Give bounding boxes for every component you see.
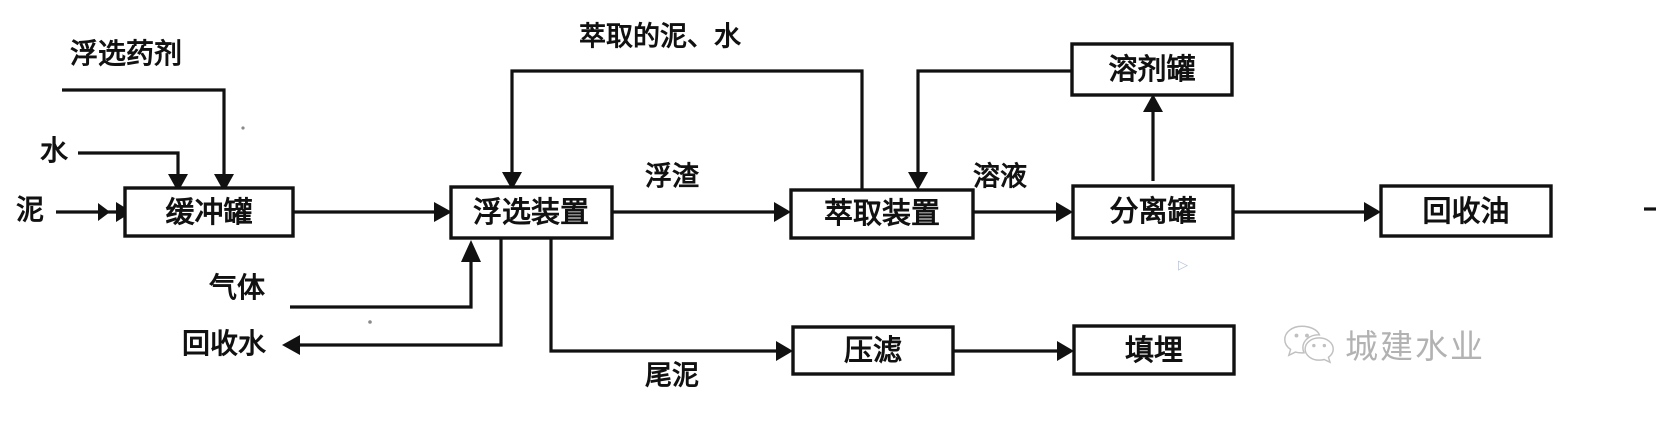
edge-buffer-to-flotation [293, 202, 452, 222]
edge-separation-to-solvent [1143, 94, 1163, 181]
node-flotation-unit-label: 浮选装置 [473, 195, 589, 229]
node-flotation-unit[interactable]: 浮选装置 [449, 185, 614, 240]
node-extraction-unit[interactable]: 萃取装置 [789, 188, 975, 240]
edge-label-extracted-mud-water: 萃取的泥、水 [579, 21, 742, 53]
scan-artifacts [241, 126, 372, 324]
node-buffer-tank[interactable]: 缓冲罐 [123, 186, 295, 238]
node-filter-press[interactable]: 压滤 [791, 325, 955, 376]
edge-extracted-mud-water [502, 69, 864, 190]
edge-mud-to-buffer [56, 202, 132, 222]
edge-reagent-to-buffer [62, 88, 234, 192]
node-recovered-oil-label: 回收油 [1422, 194, 1509, 228]
io-label-flotation-reagent: 浮选药剂 [70, 37, 182, 70]
connector-layer [56, 69, 1656, 361]
node-landfill-label: 填埋 [1125, 333, 1183, 367]
edge-filterpress-to-landfill [953, 341, 1074, 361]
edge-label-tail-mud: 尾泥 [645, 361, 699, 392]
node-extraction-unit-label: 萃取装置 [824, 196, 940, 230]
io-label-layer: 浮选药剂 水 泥 气体 回收水 [16, 37, 267, 360]
io-label-recycled-water: 回收水 [182, 327, 267, 360]
edge-separation-to-oil [1233, 202, 1381, 222]
node-separation-tank-label: 分离罐 [1109, 194, 1196, 228]
node-layer: 缓冲罐 浮选装置 萃取装置 溶剂罐 分离罐 回收油 [123, 42, 1553, 376]
node-recovered-oil[interactable]: 回收油 [1379, 184, 1553, 238]
node-buffer-tank-label: 缓冲罐 [165, 195, 252, 229]
edge-water-to-buffer [78, 151, 188, 192]
edge-label-layer: 萃取的泥、水 浮渣 溶液 尾泥 [579, 21, 1027, 392]
edge-flotation-to-filterpress [549, 238, 793, 361]
node-separation-tank[interactable]: 分离罐 [1071, 184, 1235, 240]
edge-flotation-to-recycled-water [282, 238, 503, 355]
node-landfill[interactable]: 填埋 [1072, 324, 1236, 376]
io-label-water-in: 水 [40, 134, 69, 167]
node-solvent-tank[interactable]: 溶剂罐 [1070, 42, 1234, 97]
edge-flotation-to-extraction [612, 202, 791, 222]
edge-extraction-to-separation [973, 202, 1073, 222]
edge-gas-to-flotation [290, 240, 481, 309]
node-filter-press-label: 压滤 [844, 333, 902, 367]
io-label-mud-in: 泥 [16, 193, 44, 226]
node-solvent-tank-label: 溶剂罐 [1108, 52, 1195, 86]
edge-solvent-to-extraction [908, 69, 1072, 190]
edge-label-float-scum: 浮渣 [645, 162, 700, 193]
edge-label-solution: 溶液 [973, 161, 1027, 193]
scan-artifact-glyph: ▷ [1178, 258, 1188, 273]
io-label-gas-in: 气体 [208, 271, 266, 304]
